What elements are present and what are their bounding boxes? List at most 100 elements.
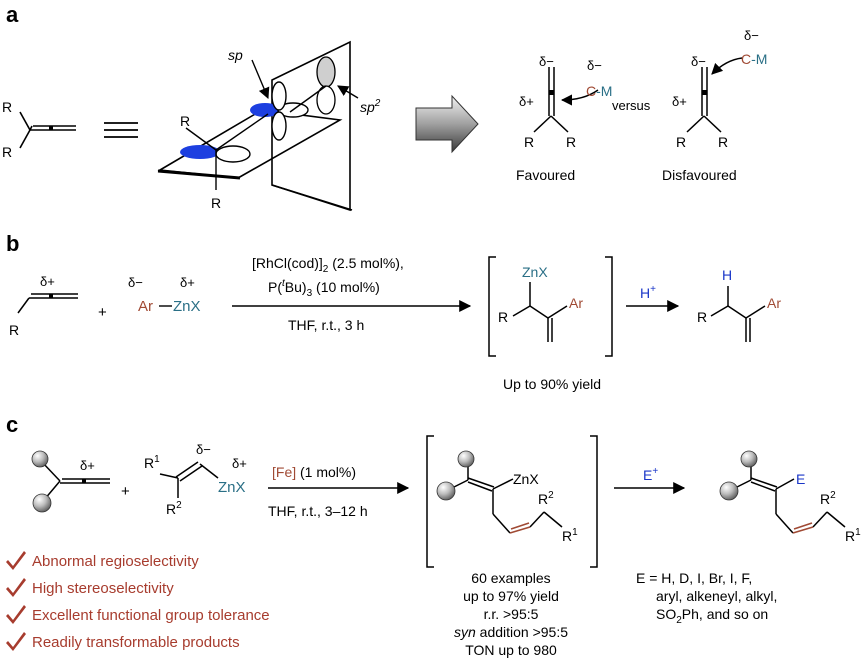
panel-a: a R R <box>2 2 767 212</box>
c-plus: + <box>121 483 130 500</box>
transition-arrow <box>415 94 479 154</box>
b-int-znx: ZnX <box>522 264 548 280</box>
favoured-delta-minus: δ− <box>539 54 554 69</box>
panel-c: c δ+ + R1 R2 δ− δ+ ZnX [Fe] (1 mol%) THF… <box>6 412 861 658</box>
allene-r-bottom: R <box>2 144 12 160</box>
disfavoured-label: Disfavoured <box>662 167 737 183</box>
c-int-r2: R2 <box>538 490 554 507</box>
check-icon <box>6 551 26 570</box>
b-prod-r: R <box>697 309 707 325</box>
sp2-lobe-right-top <box>316 56 336 88</box>
c-znx: ZnX <box>218 479 246 496</box>
c-prod-r1: R1 <box>845 527 861 544</box>
b-cond-line3: THF, r.t., 3 h <box>288 317 364 333</box>
feature-label: Excellent functional group tolerance <box>32 607 270 624</box>
orbital-r-top: R <box>180 113 190 129</box>
feature-label: Abnormal regioselectivity <box>32 553 199 570</box>
panel-label-a: a <box>6 2 19 27</box>
c-prod-e: E <box>796 471 805 487</box>
b-h-plus: H+ <box>640 284 656 301</box>
c-allene-ball-top <box>31 450 49 468</box>
c-results-line2: up to 97% yield <box>463 588 559 604</box>
c-delta-plus: δ+ <box>232 456 247 471</box>
favoured-structure <box>533 67 599 133</box>
c-allene <box>41 461 110 501</box>
c-r1: R1 <box>144 454 160 471</box>
favoured-cm-delta: δ− <box>587 58 602 73</box>
allene-structure-a <box>19 111 76 149</box>
disfavoured-r-right: R <box>718 134 728 150</box>
feature-item: High stereoselectivity <box>6 578 174 597</box>
c-product <box>734 462 846 534</box>
c-delta-minus: δ− <box>196 442 211 457</box>
b-allene-delta-plus: δ+ <box>40 274 55 289</box>
b-ar-delta: δ− <box>128 275 143 290</box>
b-ar: Ar <box>138 298 153 315</box>
disfavoured-cm: C-M <box>741 51 767 67</box>
disfavoured-delta-minus: δ− <box>691 54 706 69</box>
feature-item: Excellent functional group tolerance <box>6 605 270 624</box>
b-bracket-left <box>488 256 496 357</box>
b-cond-line1: [RhCl(cod)]2 (2.5 mol%), <box>252 255 404 275</box>
disfavoured-structure <box>686 57 743 133</box>
sp2-lobe-left <box>180 145 220 159</box>
c-cond2: THF, r.t., 3–12 h <box>268 503 368 519</box>
check-icon <box>6 578 26 597</box>
check-icon <box>6 632 26 651</box>
c-results: 60 examples up to 97% yield r.r. >95:5 s… <box>454 570 568 658</box>
b-znx: ZnX <box>173 298 201 315</box>
b-intermediate <box>512 282 568 342</box>
b-allene-r: R <box>9 322 19 338</box>
sp-label: sp <box>228 47 243 63</box>
c-bracket-left <box>426 435 434 568</box>
c-int-ball-top <box>457 450 475 468</box>
c-bracket-right <box>590 435 598 568</box>
b-int-ar: Ar <box>569 295 583 311</box>
c-int-znx: ZnX <box>513 471 539 487</box>
allene-structure-b <box>17 293 78 314</box>
b-prod-h: H <box>722 267 732 283</box>
panel-b: b δ+ R + δ− δ+ Ar ZnX [RhCl(cod)]2 (2.5 … <box>6 231 781 392</box>
c-cond1: [Fe] (1 mol%) <box>272 464 356 480</box>
b-plus: + <box>98 304 107 321</box>
b-bracket-right <box>605 256 613 357</box>
feature-item: Readily transformable products <box>6 632 240 651</box>
b-product <box>710 286 766 342</box>
c-intermediate <box>451 462 563 534</box>
disfavoured-r-left: R <box>676 134 686 150</box>
c-results-line1: 60 examples <box>471 570 550 586</box>
c-prod-r2: R2 <box>820 490 836 507</box>
disfavoured-cm-delta: δ− <box>744 28 759 43</box>
allene-r-top: R <box>2 99 12 115</box>
versus-label: versus <box>612 98 651 113</box>
feature-label: High stereoselectivity <box>32 580 174 597</box>
favoured-label: Favoured <box>516 167 575 183</box>
c-prod-ball-left <box>719 481 739 501</box>
c-feature-list: Abnormal regioselectivity High stereosel… <box>6 551 270 651</box>
c-e-scope-line3: SO2Ph, and so on <box>656 606 768 626</box>
orbital-diagram <box>157 40 359 212</box>
c-e-scope: E = H, D, I, Br, I, F, aryl, alkeneyl, a… <box>636 570 777 626</box>
c-int-ball-left <box>436 481 456 501</box>
equivalence-sign <box>104 122 138 138</box>
c-int-r1: R1 <box>562 527 578 544</box>
orbital-r-bottom: R <box>211 195 221 211</box>
b-znx-delta: δ+ <box>180 275 195 290</box>
c-r2: R2 <box>166 500 182 517</box>
c-alkenylzinc <box>159 461 219 498</box>
favoured-r-right: R <box>566 134 576 150</box>
check-icon <box>6 605 26 624</box>
b-yield: Up to 90% yield <box>503 376 601 392</box>
favoured-cm: C-M <box>586 83 612 99</box>
panel-label-c: c <box>6 412 18 437</box>
c-results-line5: TON up to 980 <box>465 642 557 658</box>
favoured-r-left: R <box>524 134 534 150</box>
b-cond-line2: P(tBu)3 (10 mol%) <box>268 278 380 299</box>
panel-label-b: b <box>6 231 19 256</box>
feature-label: Readily transformable products <box>32 634 240 651</box>
c-results-line4: syn addition >95:5 <box>454 624 568 640</box>
c-e-plus: E+ <box>643 466 658 483</box>
sp2-label: sp2 <box>360 98 381 115</box>
c-e-scope-line1: E = H, D, I, Br, I, F, <box>636 570 752 586</box>
